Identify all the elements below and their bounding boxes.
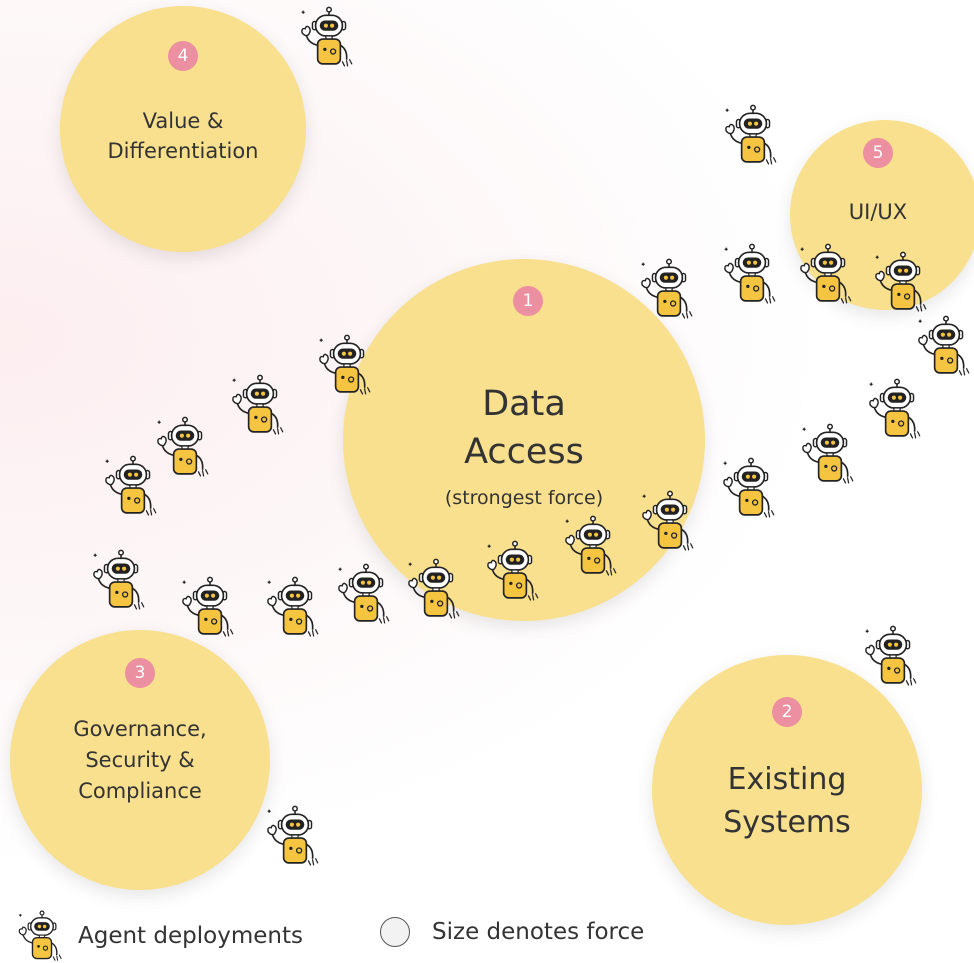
force-data-access-badge: 1 (513, 286, 543, 316)
robot-agent-icon (298, 6, 360, 68)
robot-agent-icon (335, 563, 397, 625)
robot-agent-icon (638, 258, 700, 320)
robot-agent-icon (720, 457, 782, 519)
robot-agent-icon (264, 805, 326, 867)
force-governance-title-line1: Governance, (73, 717, 207, 741)
force-existing-systems-title-line1: Existing (727, 762, 847, 797)
robot-agent-icon (16, 910, 68, 962)
force-governance-circle: 3 Governance, Security & Compliance (10, 630, 270, 890)
robot-agent-icon (915, 315, 974, 377)
force-value-title-line2: Differentiation (107, 139, 259, 163)
force-data-access-subtitle: (strongest force) (444, 487, 604, 509)
robot-agent-icon (639, 490, 701, 552)
force-value-title-line1: Value & (142, 109, 224, 133)
force-data-access-title-line2: Access (464, 432, 584, 472)
force-uiux-title: UI/UX (848, 200, 908, 224)
robot-agent-icon (562, 515, 624, 577)
legend-size: Size denotes force (380, 917, 644, 947)
robot-agent-icon (862, 625, 924, 687)
legend-agents: Agent deployments (16, 910, 303, 962)
force-existing-systems-circle: 2 Existing Systems (652, 655, 922, 925)
force-governance-title-line3: Compliance (78, 779, 202, 803)
force-governance-title-line2: Security & (85, 748, 195, 772)
circle-outline-icon (380, 917, 410, 947)
robot-agent-icon (264, 576, 326, 638)
force-existing-systems-badge: 2 (772, 697, 802, 727)
robot-agent-icon (90, 549, 152, 611)
robot-agent-icon (872, 251, 934, 313)
robot-agent-icon (316, 334, 378, 396)
robot-agent-icon (721, 243, 783, 305)
robot-agent-icon (866, 378, 928, 440)
robot-agent-icon (179, 576, 241, 638)
force-uiux-badge: 5 (863, 138, 893, 168)
legend-agents-label: Agent deployments (78, 923, 303, 949)
robot-agent-icon (405, 558, 467, 620)
force-governance-badge: 3 (125, 658, 155, 688)
robot-agent-icon (484, 540, 546, 602)
robot-agent-icon (797, 243, 859, 305)
robot-agent-icon (799, 423, 861, 485)
force-value-circle: 4 Value & Differentiation (60, 6, 306, 252)
legend-size-label: Size denotes force (432, 919, 645, 945)
robot-agent-icon (722, 104, 784, 166)
force-data-access-title-line1: Data (482, 384, 566, 424)
robot-agent-icon (154, 416, 216, 478)
robot-agent-icon (229, 374, 291, 436)
force-existing-systems-title-line2: Systems (723, 805, 851, 840)
force-value-badge: 4 (168, 41, 198, 71)
